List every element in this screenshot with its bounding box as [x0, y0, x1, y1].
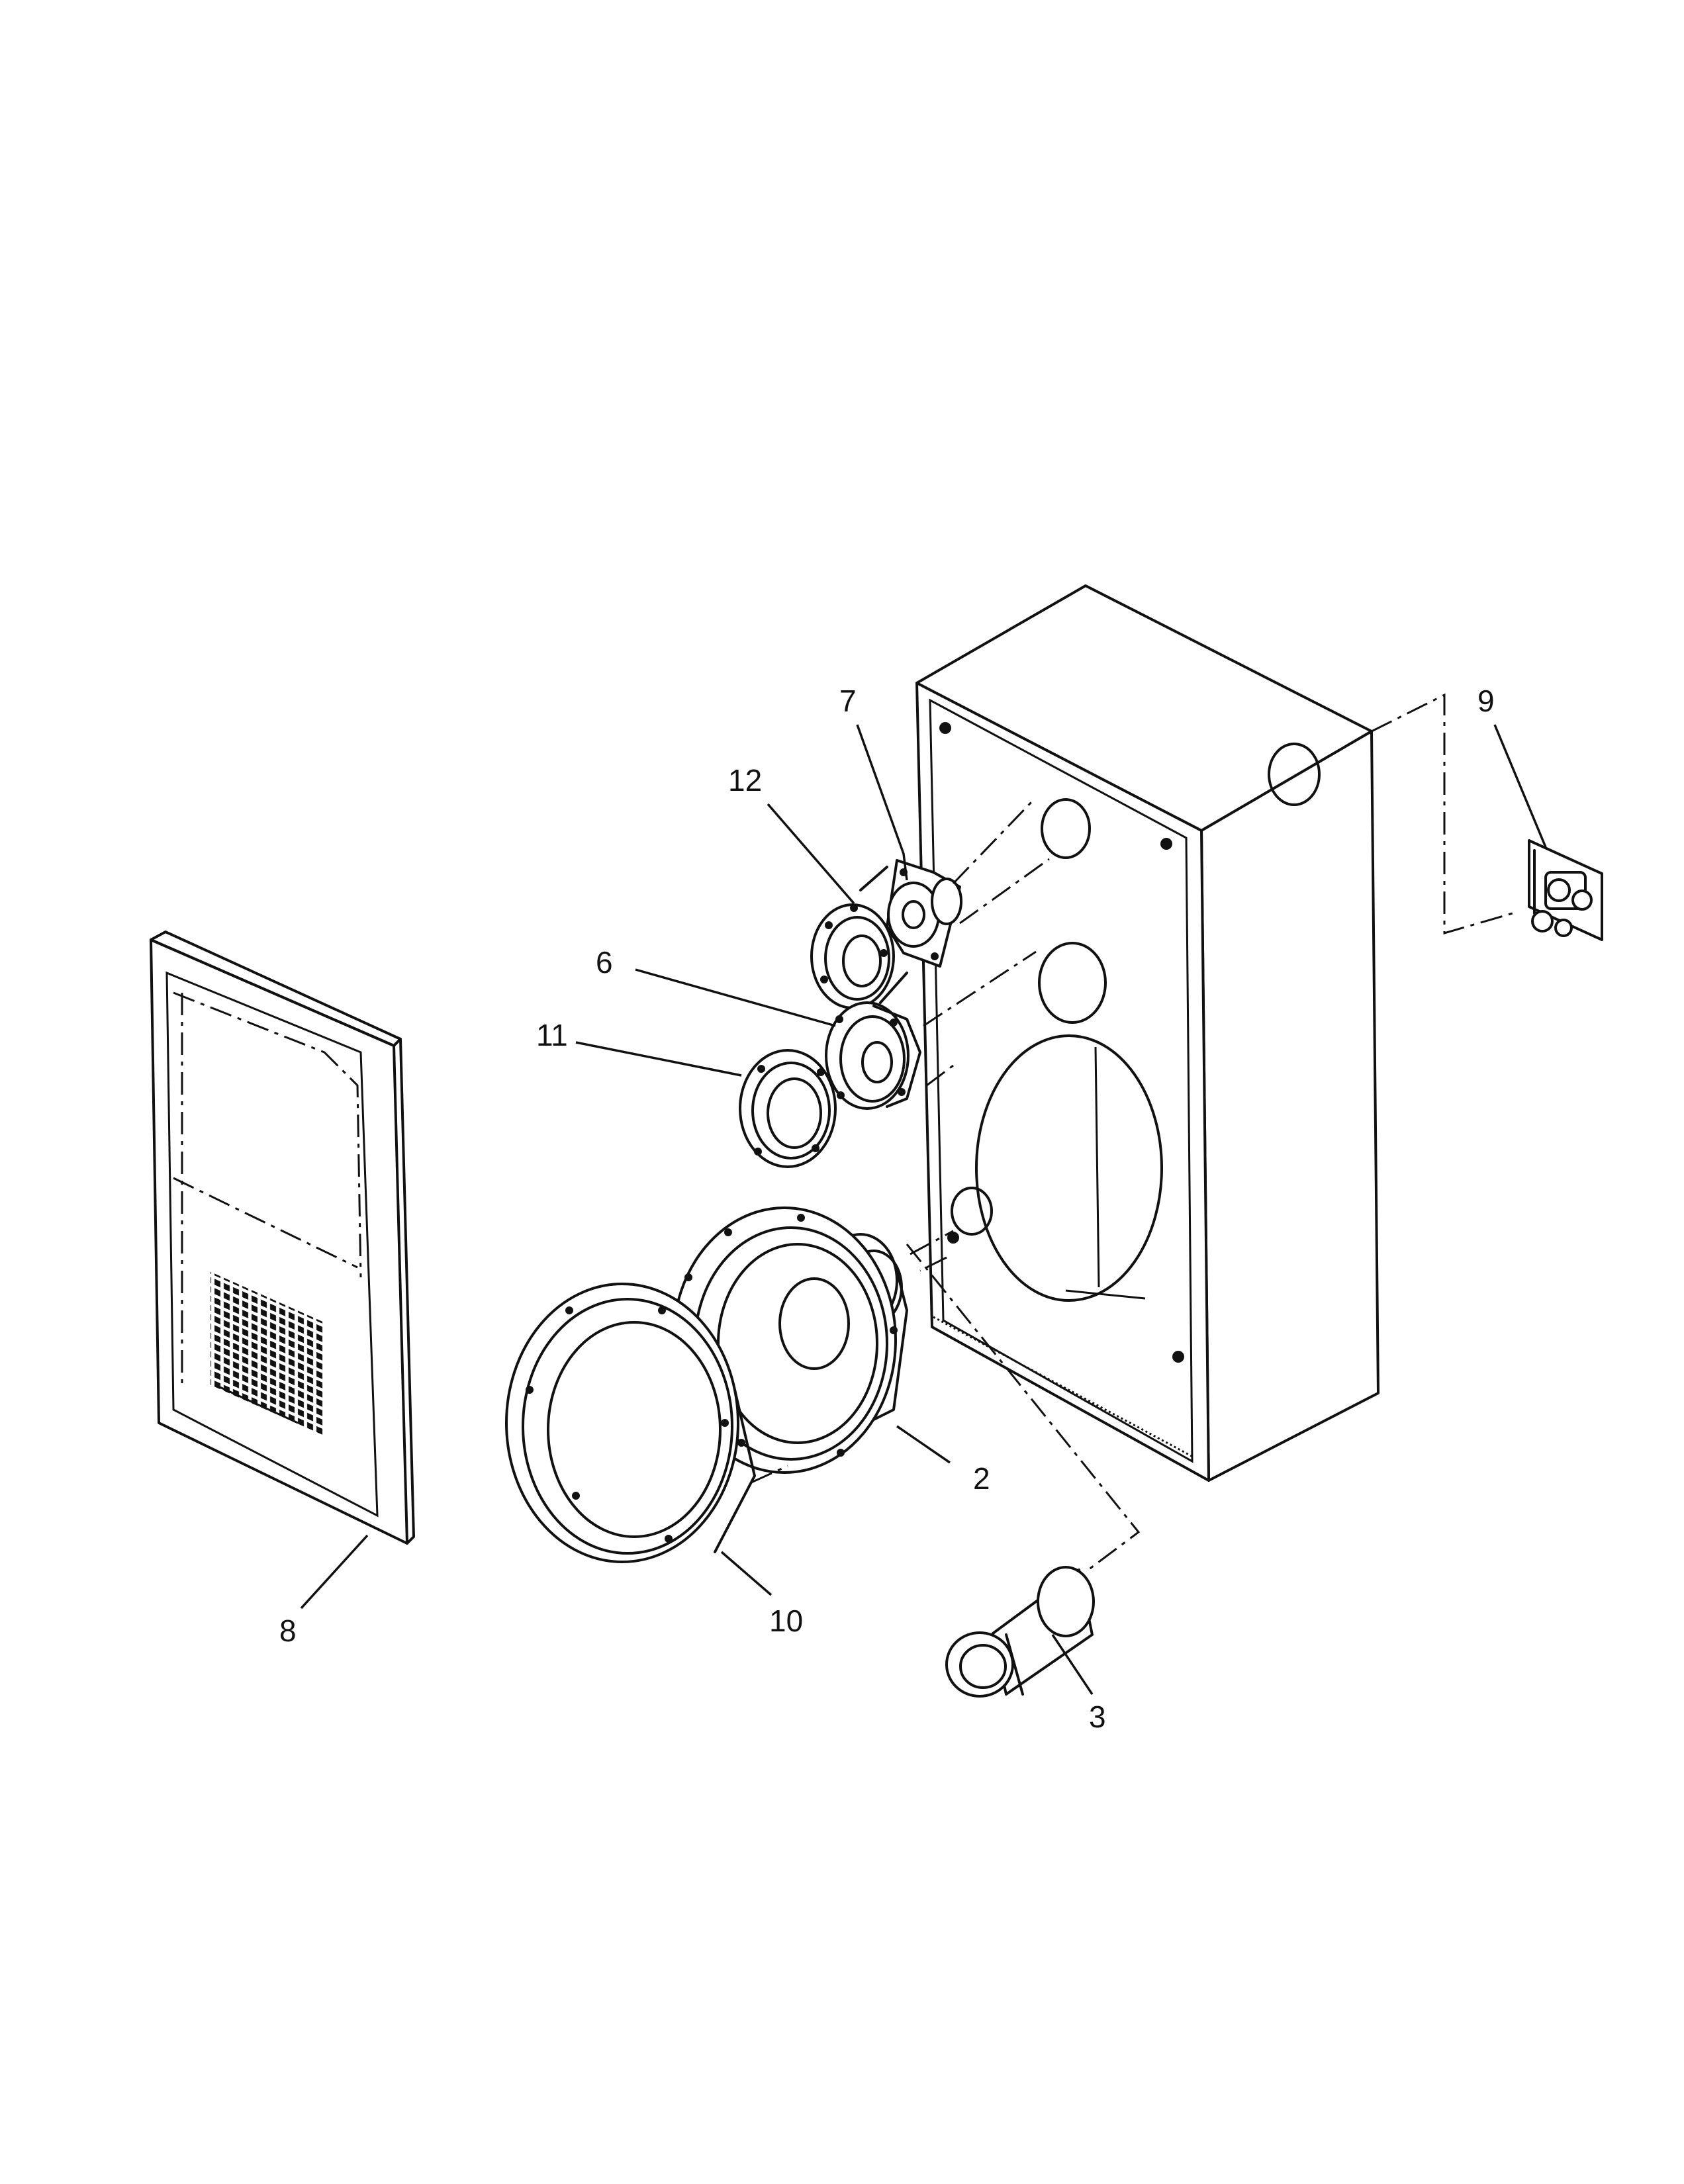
midrange-ring	[739, 1049, 837, 1168]
callout-10: 10	[769, 1604, 803, 1638]
callout-6: 6	[596, 945, 613, 979]
callout-8: 8	[279, 1614, 297, 1648]
callout-11: 11	[536, 1018, 568, 1052]
grille	[150, 931, 415, 1545]
woofer-ring	[505, 1283, 756, 1563]
callout-2: 2	[973, 1461, 990, 1496]
midrange-driver	[825, 1001, 921, 1110]
tweeter	[886, 859, 962, 968]
terminal-plate	[1528, 839, 1603, 941]
callout-3: 3	[1089, 1700, 1106, 1734]
cabinet	[915, 584, 1380, 1482]
callout-labels: 7 12 6 11 2 10 3 8 9	[279, 684, 1495, 1734]
callout-12: 12	[728, 763, 762, 797]
leader-lines	[300, 724, 1547, 1695]
callout-7: 7	[839, 684, 857, 718]
callout-9: 9	[1477, 684, 1495, 718]
port-tube	[945, 1566, 1095, 1698]
